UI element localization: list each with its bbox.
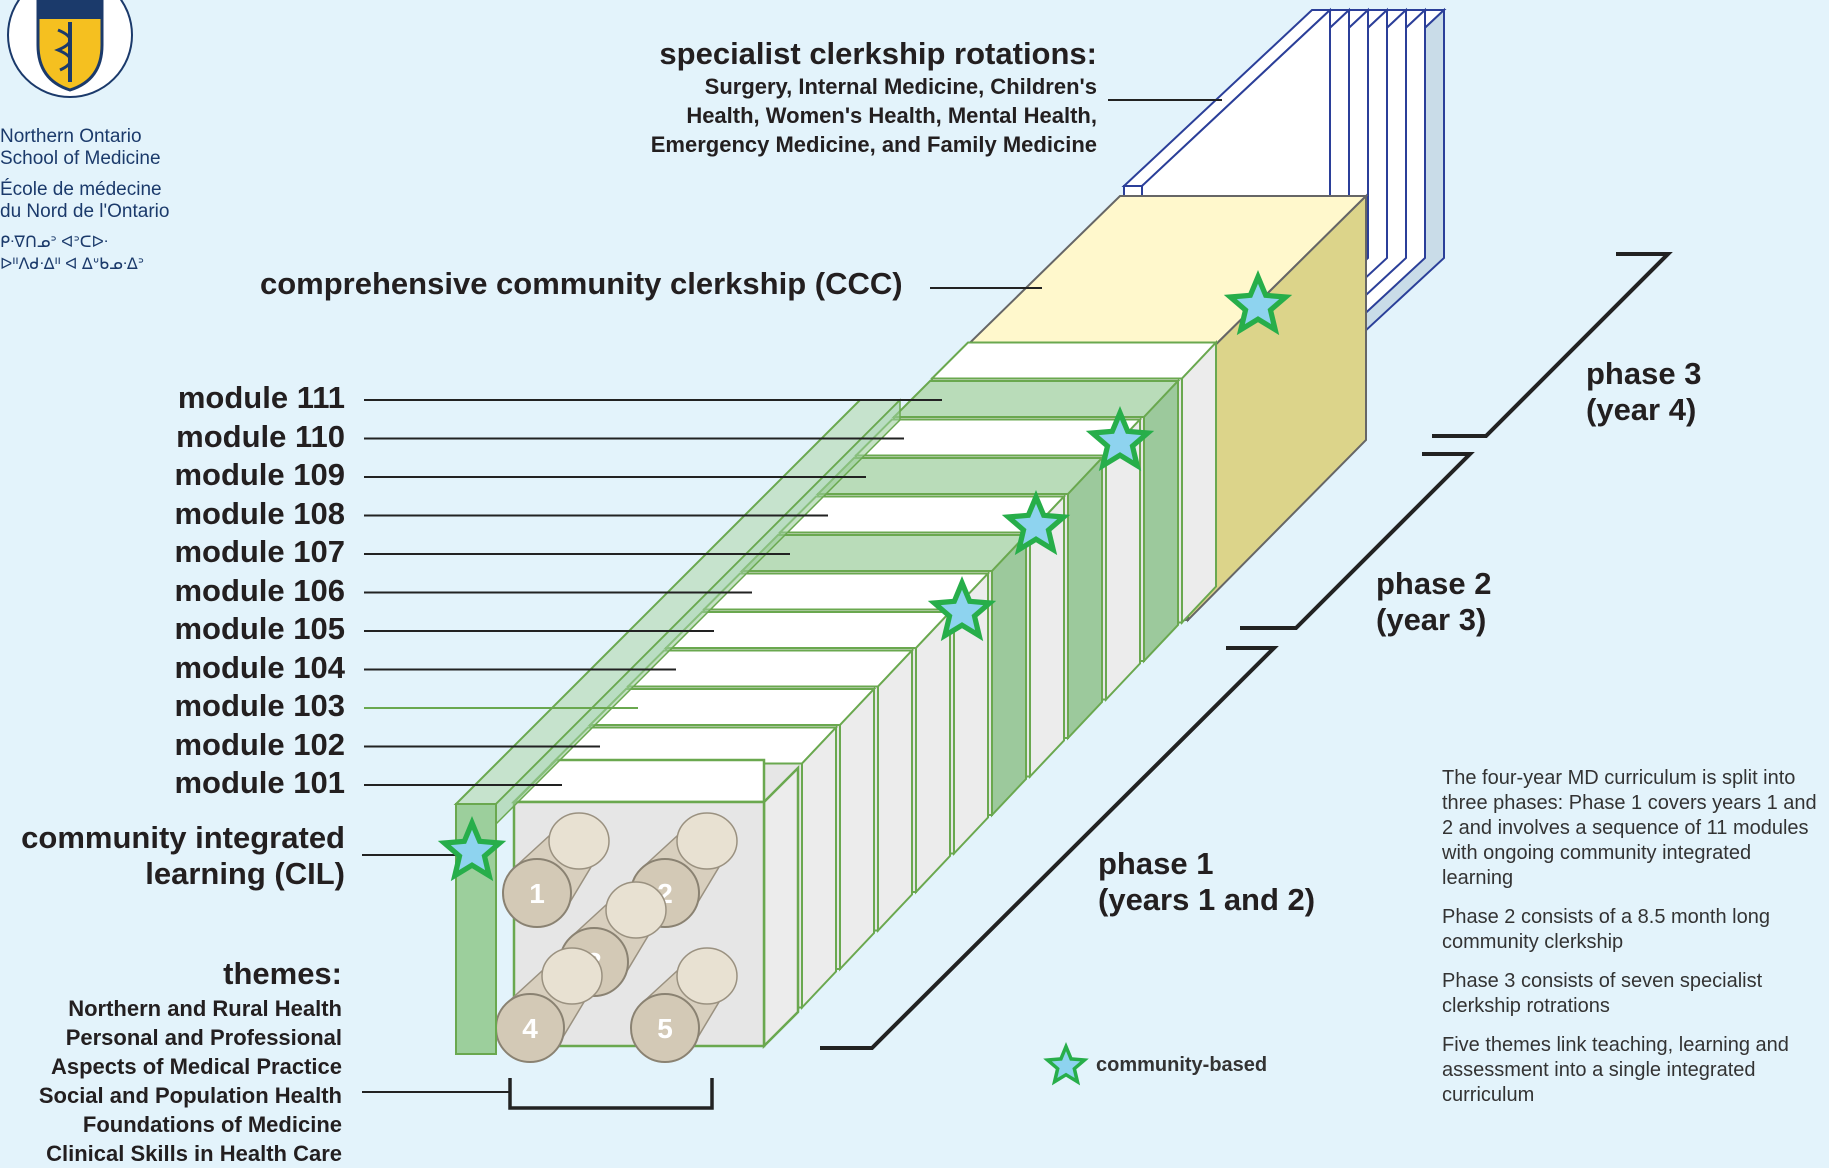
theme-item-1: Northern and Rural Health <box>68 996 342 1021</box>
phase2-label: phase 2 (year 3) <box>1376 566 1491 638</box>
school-logo: Northern Ontario School of Medicine Écol… <box>0 0 175 273</box>
leader-lines <box>362 99 1222 1110</box>
module-label: module 107 <box>174 534 345 569</box>
description-paragraph-4: Five themes link teaching, learning and … <box>1442 1034 1789 1106</box>
cil-label-line-1: community integrated <box>21 820 345 855</box>
phase2-bracket <box>1240 452 1475 630</box>
phase3-bracket <box>1432 252 1673 438</box>
description-paragraph-1: The four-year MD curriculum is split int… <box>1442 767 1817 889</box>
module-label: module 110 <box>176 418 345 454</box>
phase2-years: (year 3) <box>1376 602 1487 637</box>
themes-label: themes: Northern and Rural Health Person… <box>0 956 342 1168</box>
theme-item-4: Social and Population Health <box>38 1083 342 1108</box>
legend-star-icon <box>1043 1042 1089 1086</box>
module-star-icon <box>1085 406 1155 472</box>
theme-cylinder: 5 <box>630 947 738 1063</box>
logo-line-2: School of Medicine <box>0 148 161 169</box>
specialist-label: specialist clerkship rotations: Surgery,… <box>651 36 1097 159</box>
specialist-title: specialist clerkship rotations: <box>659 36 1097 71</box>
legend-star-shape <box>1043 1042 1089 1086</box>
module-label: module 106 <box>174 572 345 608</box>
module-label: module 109 <box>174 457 345 492</box>
theme-item-6: Clinical Skills in Health Care <box>46 1141 342 1166</box>
legend-label: community-based <box>1096 1054 1268 1076</box>
logo-line-5: ᑭᐧᐁᑎᓄᐣ ᐊᐣᑕᐅᐧ <box>0 234 108 251</box>
seal-icon <box>7 0 133 98</box>
module-label: module 104 <box>174 649 345 685</box>
description-paragraph-2: Phase 2 consists of a 8.5 month long com… <box>1442 906 1770 953</box>
module-label: module 102 <box>174 726 345 762</box>
community-based-stars <box>437 270 1293 882</box>
module-label: module 108 <box>174 495 345 531</box>
cylinder-number: 1 <box>529 878 545 909</box>
cylinder-number: 4 <box>522 1013 538 1044</box>
description-paragraph-3: Phase 3 consists of seven specialist cle… <box>1442 970 1763 1017</box>
cil-star-icon <box>437 816 507 882</box>
phase-brackets <box>820 252 1673 1050</box>
module-star-icon <box>927 576 997 642</box>
module-label: module 105 <box>174 611 345 646</box>
logo-line-3: École de médecine <box>0 179 162 200</box>
module-label: module 103 <box>174 688 345 723</box>
module-star-icon <box>1001 490 1071 556</box>
phase3-label: phase 3 (year 4) <box>1586 356 1701 428</box>
cil-label: community integrated learning (CIL) <box>0 820 345 892</box>
phase1-bracket <box>820 646 1279 1050</box>
themes-bracket <box>508 1078 714 1110</box>
logo-line-1: Northern Ontario <box>0 126 142 147</box>
theme-cylinder: 1 <box>502 812 610 928</box>
phase1-label: phase 1 (years 1 and 2) <box>1098 846 1315 918</box>
front-box-side <box>762 764 800 1050</box>
logo-line-6: ᐅᐦᐱᑯᐧᐃᐦ ᐊ ᐃᐡᑲᓄᐧᐃᐣ <box>0 256 145 273</box>
logo-line-4: du Nord de l'Ontario <box>0 201 170 222</box>
module-label: module 111 <box>177 380 345 415</box>
phase3-years: (year 4) <box>1586 392 1697 427</box>
phase3-title: phase 3 <box>1586 356 1702 391</box>
specialist-line-1: Surgery, Internal Medicine, Children's <box>704 74 1097 99</box>
theme-cylinders: 12345 <box>495 812 738 1063</box>
phase1-years: (years 1 and 2) <box>1098 882 1316 917</box>
description: The four-year MD curriculum is split int… <box>1442 766 1822 1108</box>
cylinder-number: 5 <box>657 1013 673 1044</box>
module-leader-lines <box>364 399 942 786</box>
specialist-line-3: Emergency Medicine, and Family Medicine <box>650 132 1097 157</box>
phase2-title: phase 2 <box>1376 566 1492 601</box>
ccc-star-icon <box>1223 270 1293 336</box>
theme-item-2: Personal and Professional <box>65 1025 342 1050</box>
themes-title: themes: <box>223 956 342 991</box>
theme-item-5: Foundations of Medicine <box>82 1112 342 1137</box>
ccc-label: comprehensive community clerkship (CCC) <box>260 266 903 301</box>
theme-item-3: Aspects of Medical Practice <box>50 1054 342 1079</box>
specialist-line-2: Health, Women's Health, Mental Health, <box>686 103 1097 128</box>
phase1-title: phase 1 <box>1098 846 1214 881</box>
cil-label-line-2: learning (CIL) <box>145 856 345 891</box>
theme-cylinder: 4 <box>495 947 603 1063</box>
module-label: module 101 <box>174 765 345 800</box>
